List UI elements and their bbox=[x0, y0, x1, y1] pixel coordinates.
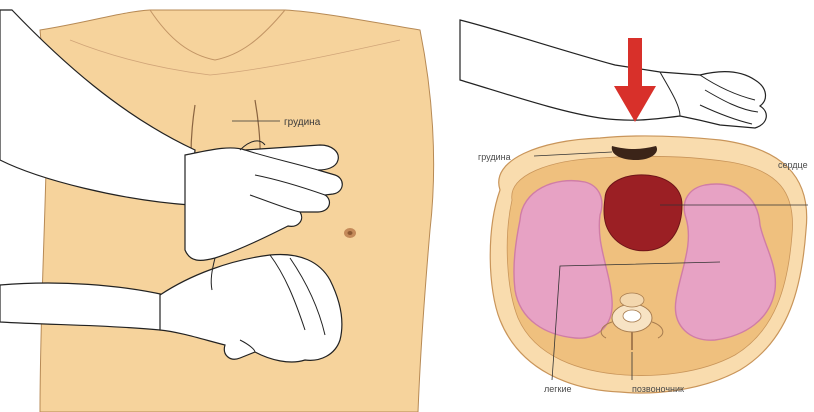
right-arm bbox=[460, 20, 766, 128]
panel-divider bbox=[437, 0, 457, 412]
right-panel-cross-section: грудина сердце легкие позвоночник bbox=[460, 20, 808, 394]
spine-label: позвоночник bbox=[632, 384, 684, 394]
lungs-label: легкие bbox=[544, 384, 572, 394]
left-panel-hands-on-chest: грудина bbox=[0, 10, 434, 412]
heart bbox=[604, 175, 682, 251]
heart-label: сердце bbox=[778, 160, 808, 170]
lower-arm bbox=[0, 283, 165, 330]
sternum-label-right: грудина bbox=[478, 152, 511, 162]
sternum-label-left: грудина bbox=[284, 117, 321, 128]
left-lung bbox=[514, 181, 612, 339]
